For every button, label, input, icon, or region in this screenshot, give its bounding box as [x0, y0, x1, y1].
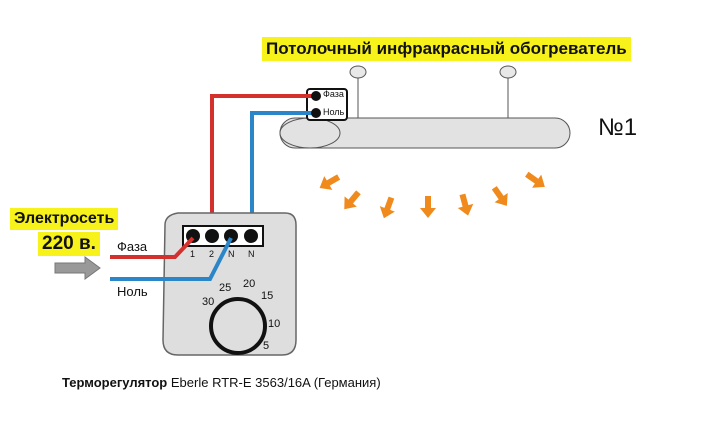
mains-label: Электросеть [10, 208, 119, 230]
thermostat-terminal-strip [182, 225, 264, 247]
heat-arrow-icon [491, 186, 508, 206]
dial-mark-25: 25 [219, 282, 232, 294]
heater-title: Потолочный инфракрасный обогреватель [262, 37, 631, 61]
heat-arrow-icon [420, 196, 436, 218]
neutral-wire-heater [250, 111, 315, 235]
heat-radiation-arrows [319, 171, 545, 219]
mains-input-arrow-icon [54, 256, 101, 280]
thermostat-dial[interactable] [209, 297, 267, 355]
mains-neutral-label: Ноль [117, 284, 148, 299]
dial-mark-5: 5 [263, 340, 270, 352]
heater-phase-label: Фаза [323, 89, 344, 99]
mains-voltage: 220 в. [38, 232, 100, 256]
heat-arrow-icon [457, 193, 474, 216]
caption-prefix: Терморегулятор [62, 375, 168, 390]
heat-arrow-icon [379, 196, 395, 219]
dial-mark-20: 20 [243, 278, 256, 290]
phase-wire-mains [110, 236, 195, 259]
neutral-wire-mains [110, 237, 233, 281]
ceiling-mount-right [499, 65, 517, 120]
caption-model: Eberle RTR-E 3563/16A (Германия) [170, 375, 381, 390]
terminal-label-1: 1 [190, 249, 196, 259]
terminal-label-n1: N [228, 249, 235, 259]
phase-wire-heater [210, 94, 315, 235]
dial-mark-30: 30 [202, 296, 215, 308]
terminal-label-2: 2 [209, 249, 215, 259]
ceiling-mount-left [349, 65, 367, 120]
heat-arrow-icon [319, 174, 341, 190]
heater-number: №1 [598, 114, 638, 141]
dial-mark-15: 15 [261, 290, 274, 302]
heat-arrow-icon [525, 171, 545, 188]
terminal-label-n2: N [248, 249, 255, 259]
heater-neutral-label: Ноль [323, 107, 345, 117]
heat-arrow-icon [344, 190, 361, 210]
dial-mark-10: 10 [268, 318, 281, 330]
thermostat-caption: Терморегулятор Eberle RTR-E 3563/16A (Ге… [62, 375, 381, 390]
mains-phase-label: Фаза [117, 239, 148, 254]
